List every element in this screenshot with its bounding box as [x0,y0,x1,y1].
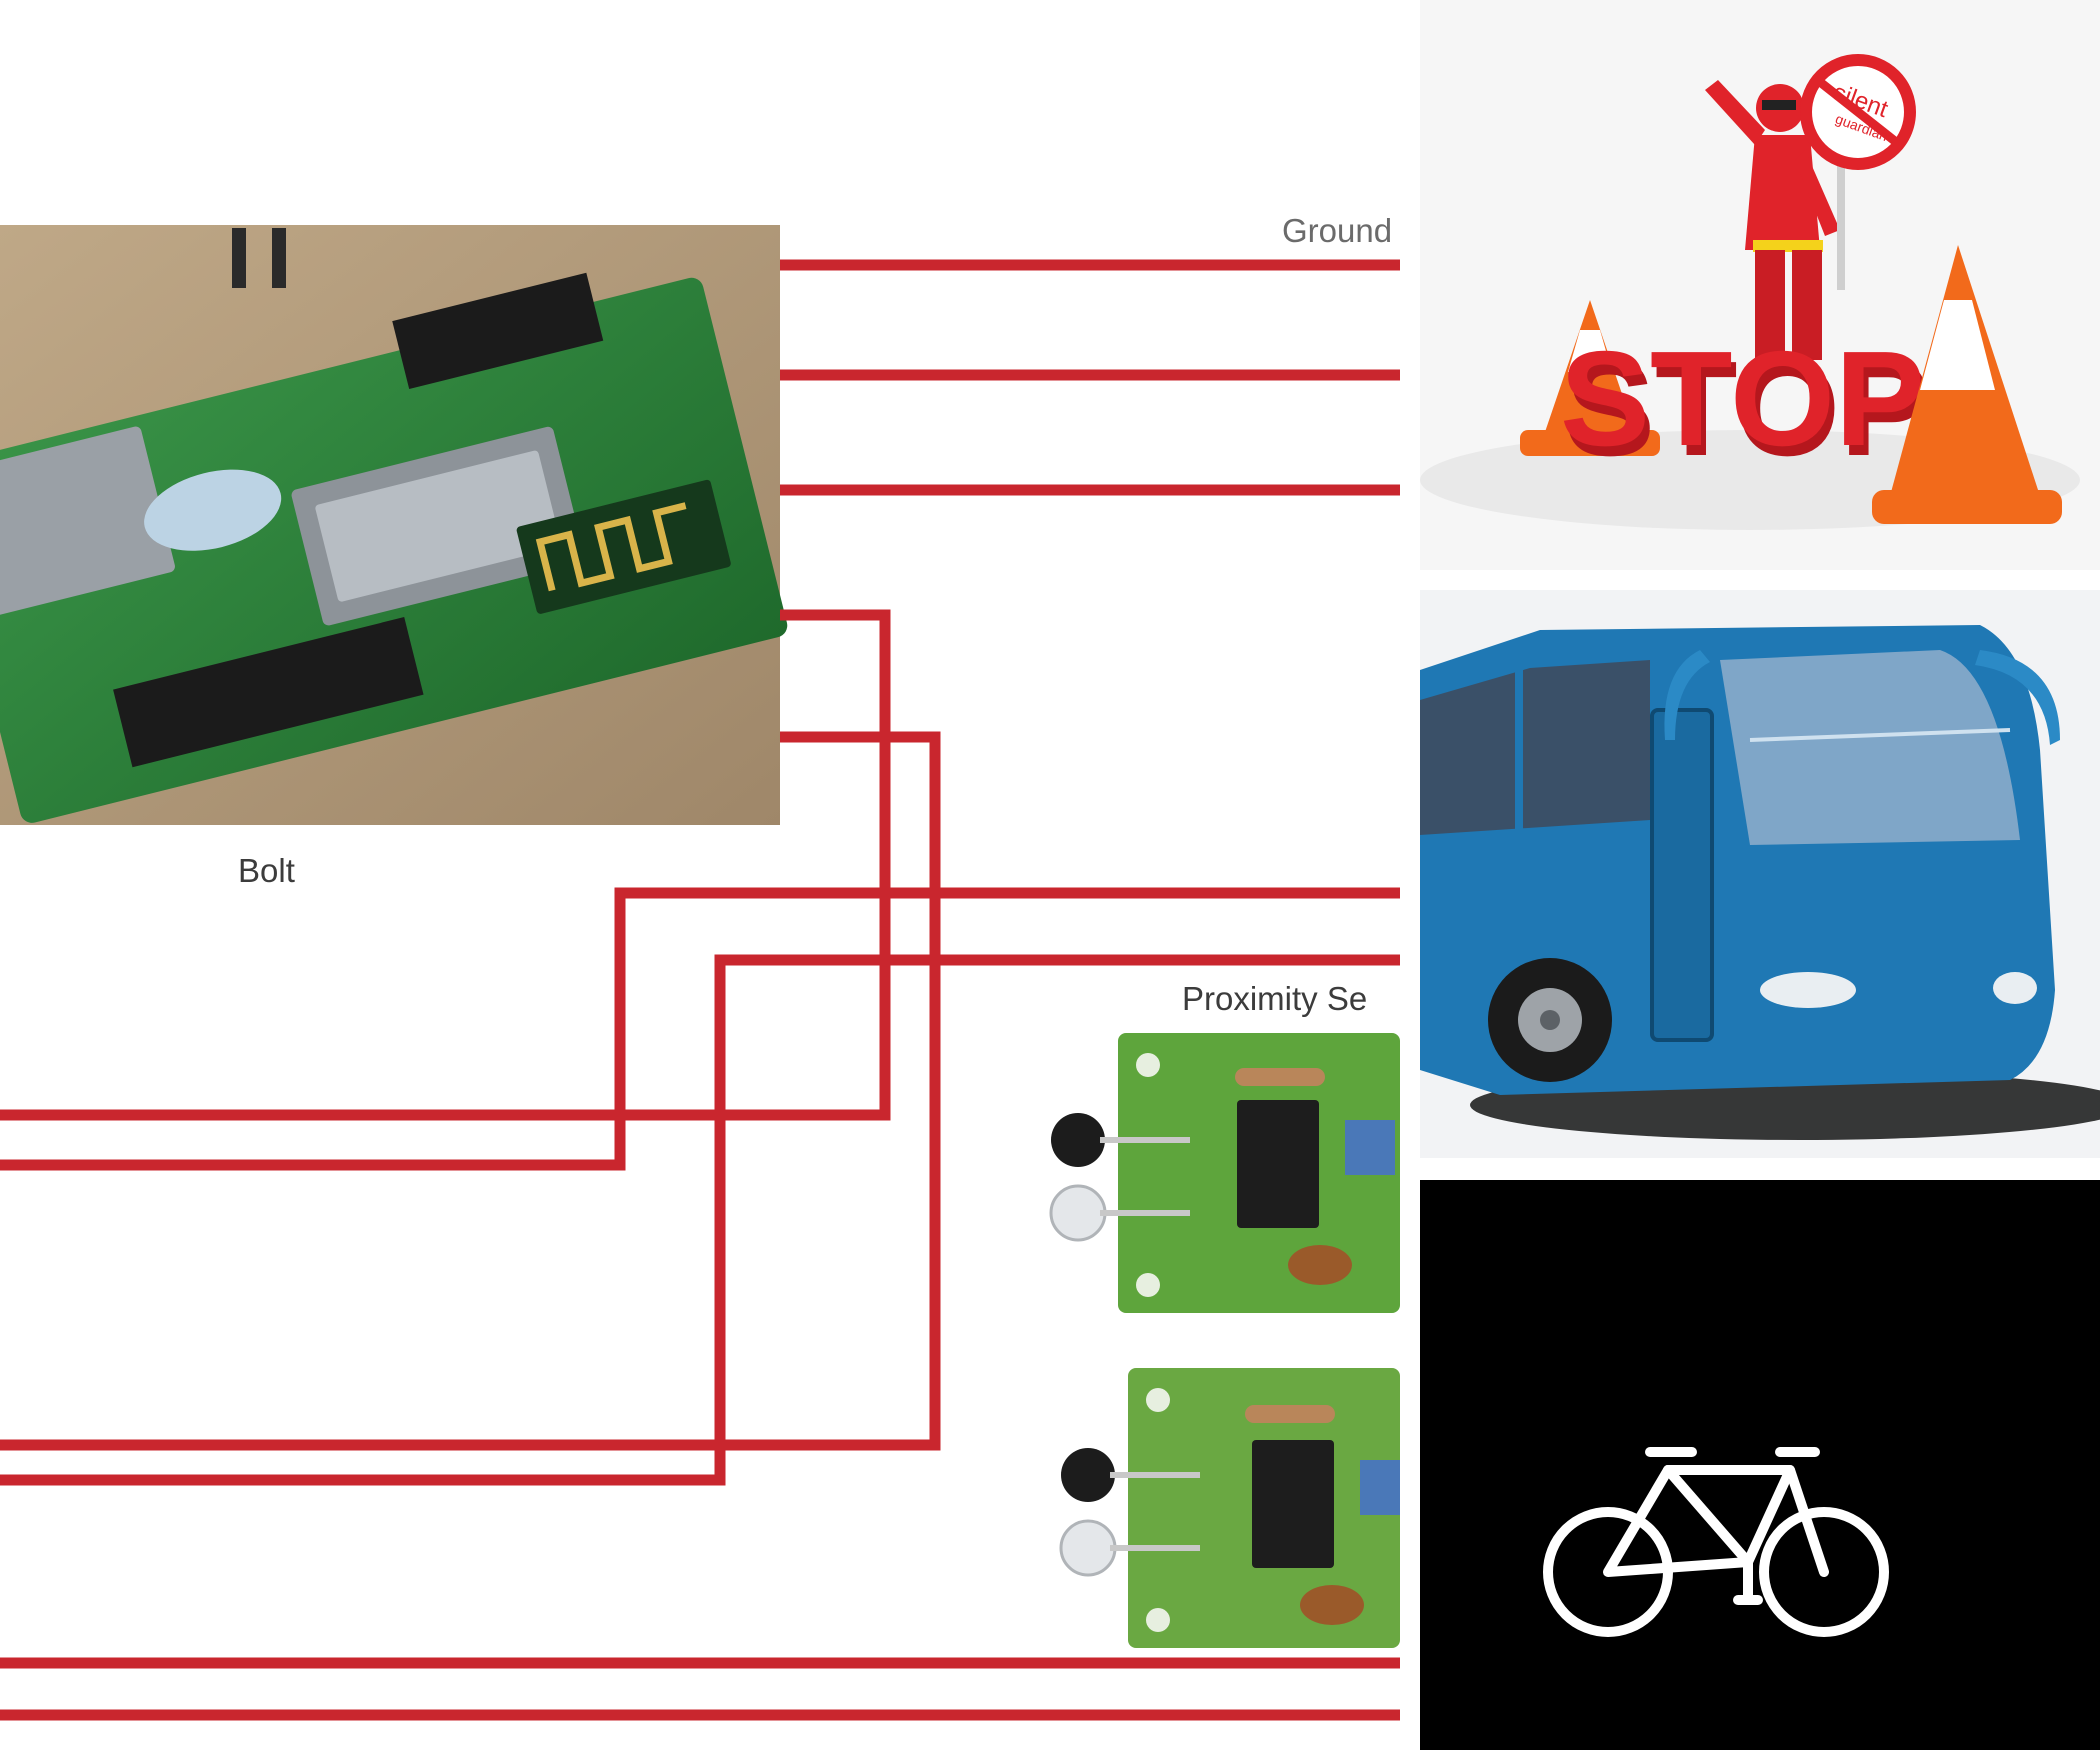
mirror-right [1975,650,2060,745]
superhero-figure [1705,80,1840,360]
ir-receiver [1051,1113,1105,1167]
wire-6 [0,887,1400,1171]
traffic-cone-left [1520,300,1660,456]
resistor [1245,1405,1335,1423]
stop-text: STOP [1560,323,1925,474]
bolt-board-photo [0,225,788,825]
bike-pedal [1733,1557,1763,1605]
proximity-sensor-label: Proximity Se [1182,980,1368,1017]
silent-guardian-sign: silent guardian [1800,54,1916,290]
resistor [1235,1068,1325,1086]
potentiometer [1360,1460,1400,1515]
side-windows [1420,660,1650,835]
header-pins-top [392,272,604,390]
wire-5 [0,731,941,1451]
antenna-module [516,479,731,614]
proximity-sensor-2 [1059,1368,1400,1648]
sensor-chip [1252,1440,1334,1568]
proximity-sensor-1 [1049,1033,1400,1313]
headlight-left [1760,972,1856,1008]
wiring-diagram: Ground Bolt Proximity Se [0,212,1400,1721]
ir-led [1049,1184,1107,1242]
sd-card-slot [0,426,175,616]
stop-text-shadow: STOP [1565,333,1930,484]
bicycle-lane-image [1420,1180,2100,1750]
headlight-right [1993,972,2037,1004]
potentiometer [1345,1120,1395,1175]
bicycle-icon [1543,1447,1889,1637]
stop-sign-image: silent guardian STOP STOP [1420,0,2100,570]
traffic-cone-right [1872,245,2062,524]
windshield [1720,650,2020,845]
ir-receiver [1061,1448,1115,1502]
bus-canvas [1420,625,2100,1140]
wiring-diagram-canvas [0,225,1400,1721]
bus-image [1420,590,2100,1158]
header-pins-bottom [113,617,424,768]
wire-7 [0,954,1400,1486]
cloud-logo [144,469,282,551]
bus-door [1650,708,1714,1042]
sensor-chip [1237,1100,1319,1228]
mirror-left [1664,650,1710,740]
wires [0,259,1400,1721]
ir-led [1059,1519,1117,1577]
stop-sign-canvas: silent guardian STOP STOP [1420,54,2080,530]
bike-front-wheel [1759,1507,1889,1637]
wire-4 [0,609,891,1121]
bolt-label: Bolt [238,852,295,889]
ground-label: Ground [1282,212,1393,249]
